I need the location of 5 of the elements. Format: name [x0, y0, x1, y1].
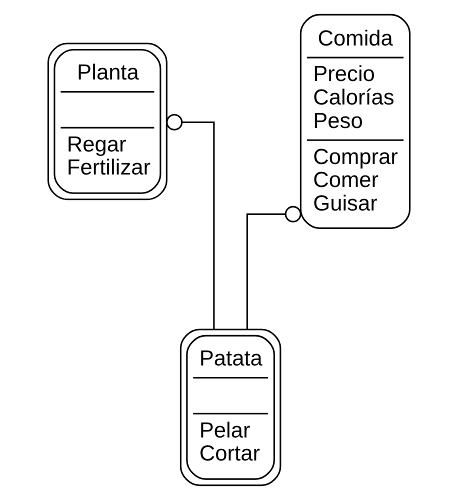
- node-box: Patata Pelar Cortar: [180, 328, 282, 486]
- connector: [166, 114, 215, 330]
- node-box: Comida Precio Calorías Peso Comprar Comer Guisar: [300, 14, 411, 229]
- node-box: Planta Regar Fertilizar: [47, 42, 168, 200]
- connector: [246, 206, 302, 330]
